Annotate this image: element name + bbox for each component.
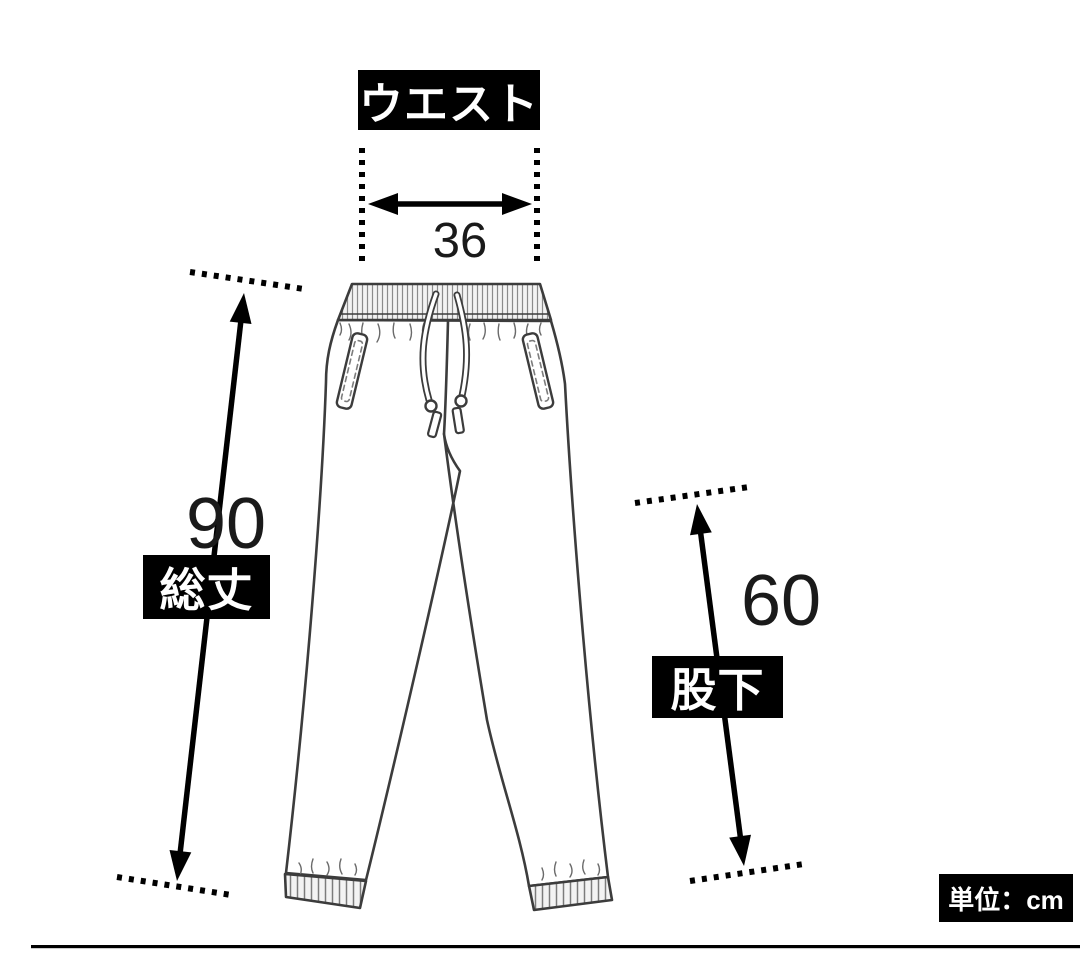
drawstring bbox=[419, 290, 471, 439]
inseam-label: 股下 bbox=[652, 656, 783, 718]
unit-label: 単位：cm bbox=[939, 874, 1073, 922]
waist-extent-lines bbox=[359, 148, 540, 264]
inseam-value: 60 bbox=[741, 561, 822, 641]
left-cuff bbox=[283, 872, 368, 910]
left-pocket bbox=[335, 332, 369, 410]
pants-outline bbox=[284, 318, 610, 888]
right-cord-aglet bbox=[451, 406, 465, 435]
waistband bbox=[336, 282, 553, 322]
waist-label: ウエスト bbox=[358, 70, 540, 130]
total-length-label: 総丈 bbox=[143, 555, 270, 619]
right-pocket bbox=[521, 332, 555, 410]
inseam-extent-lines bbox=[634, 484, 805, 884]
bottom-divider-line bbox=[31, 945, 1080, 949]
total-length-value: 90 bbox=[186, 484, 267, 564]
waist-value: 36 bbox=[432, 214, 488, 268]
waist-arrow bbox=[368, 193, 532, 215]
left-cord-knot bbox=[424, 399, 438, 413]
pants-sketch bbox=[283, 282, 614, 912]
right-cord-knot bbox=[454, 394, 468, 408]
cuff-gathers bbox=[298, 858, 601, 881]
right-cuff bbox=[527, 875, 614, 912]
center-front-seam bbox=[442, 319, 450, 436]
left-cord-aglet bbox=[426, 410, 443, 439]
total-length-extent-lines bbox=[116, 269, 305, 898]
